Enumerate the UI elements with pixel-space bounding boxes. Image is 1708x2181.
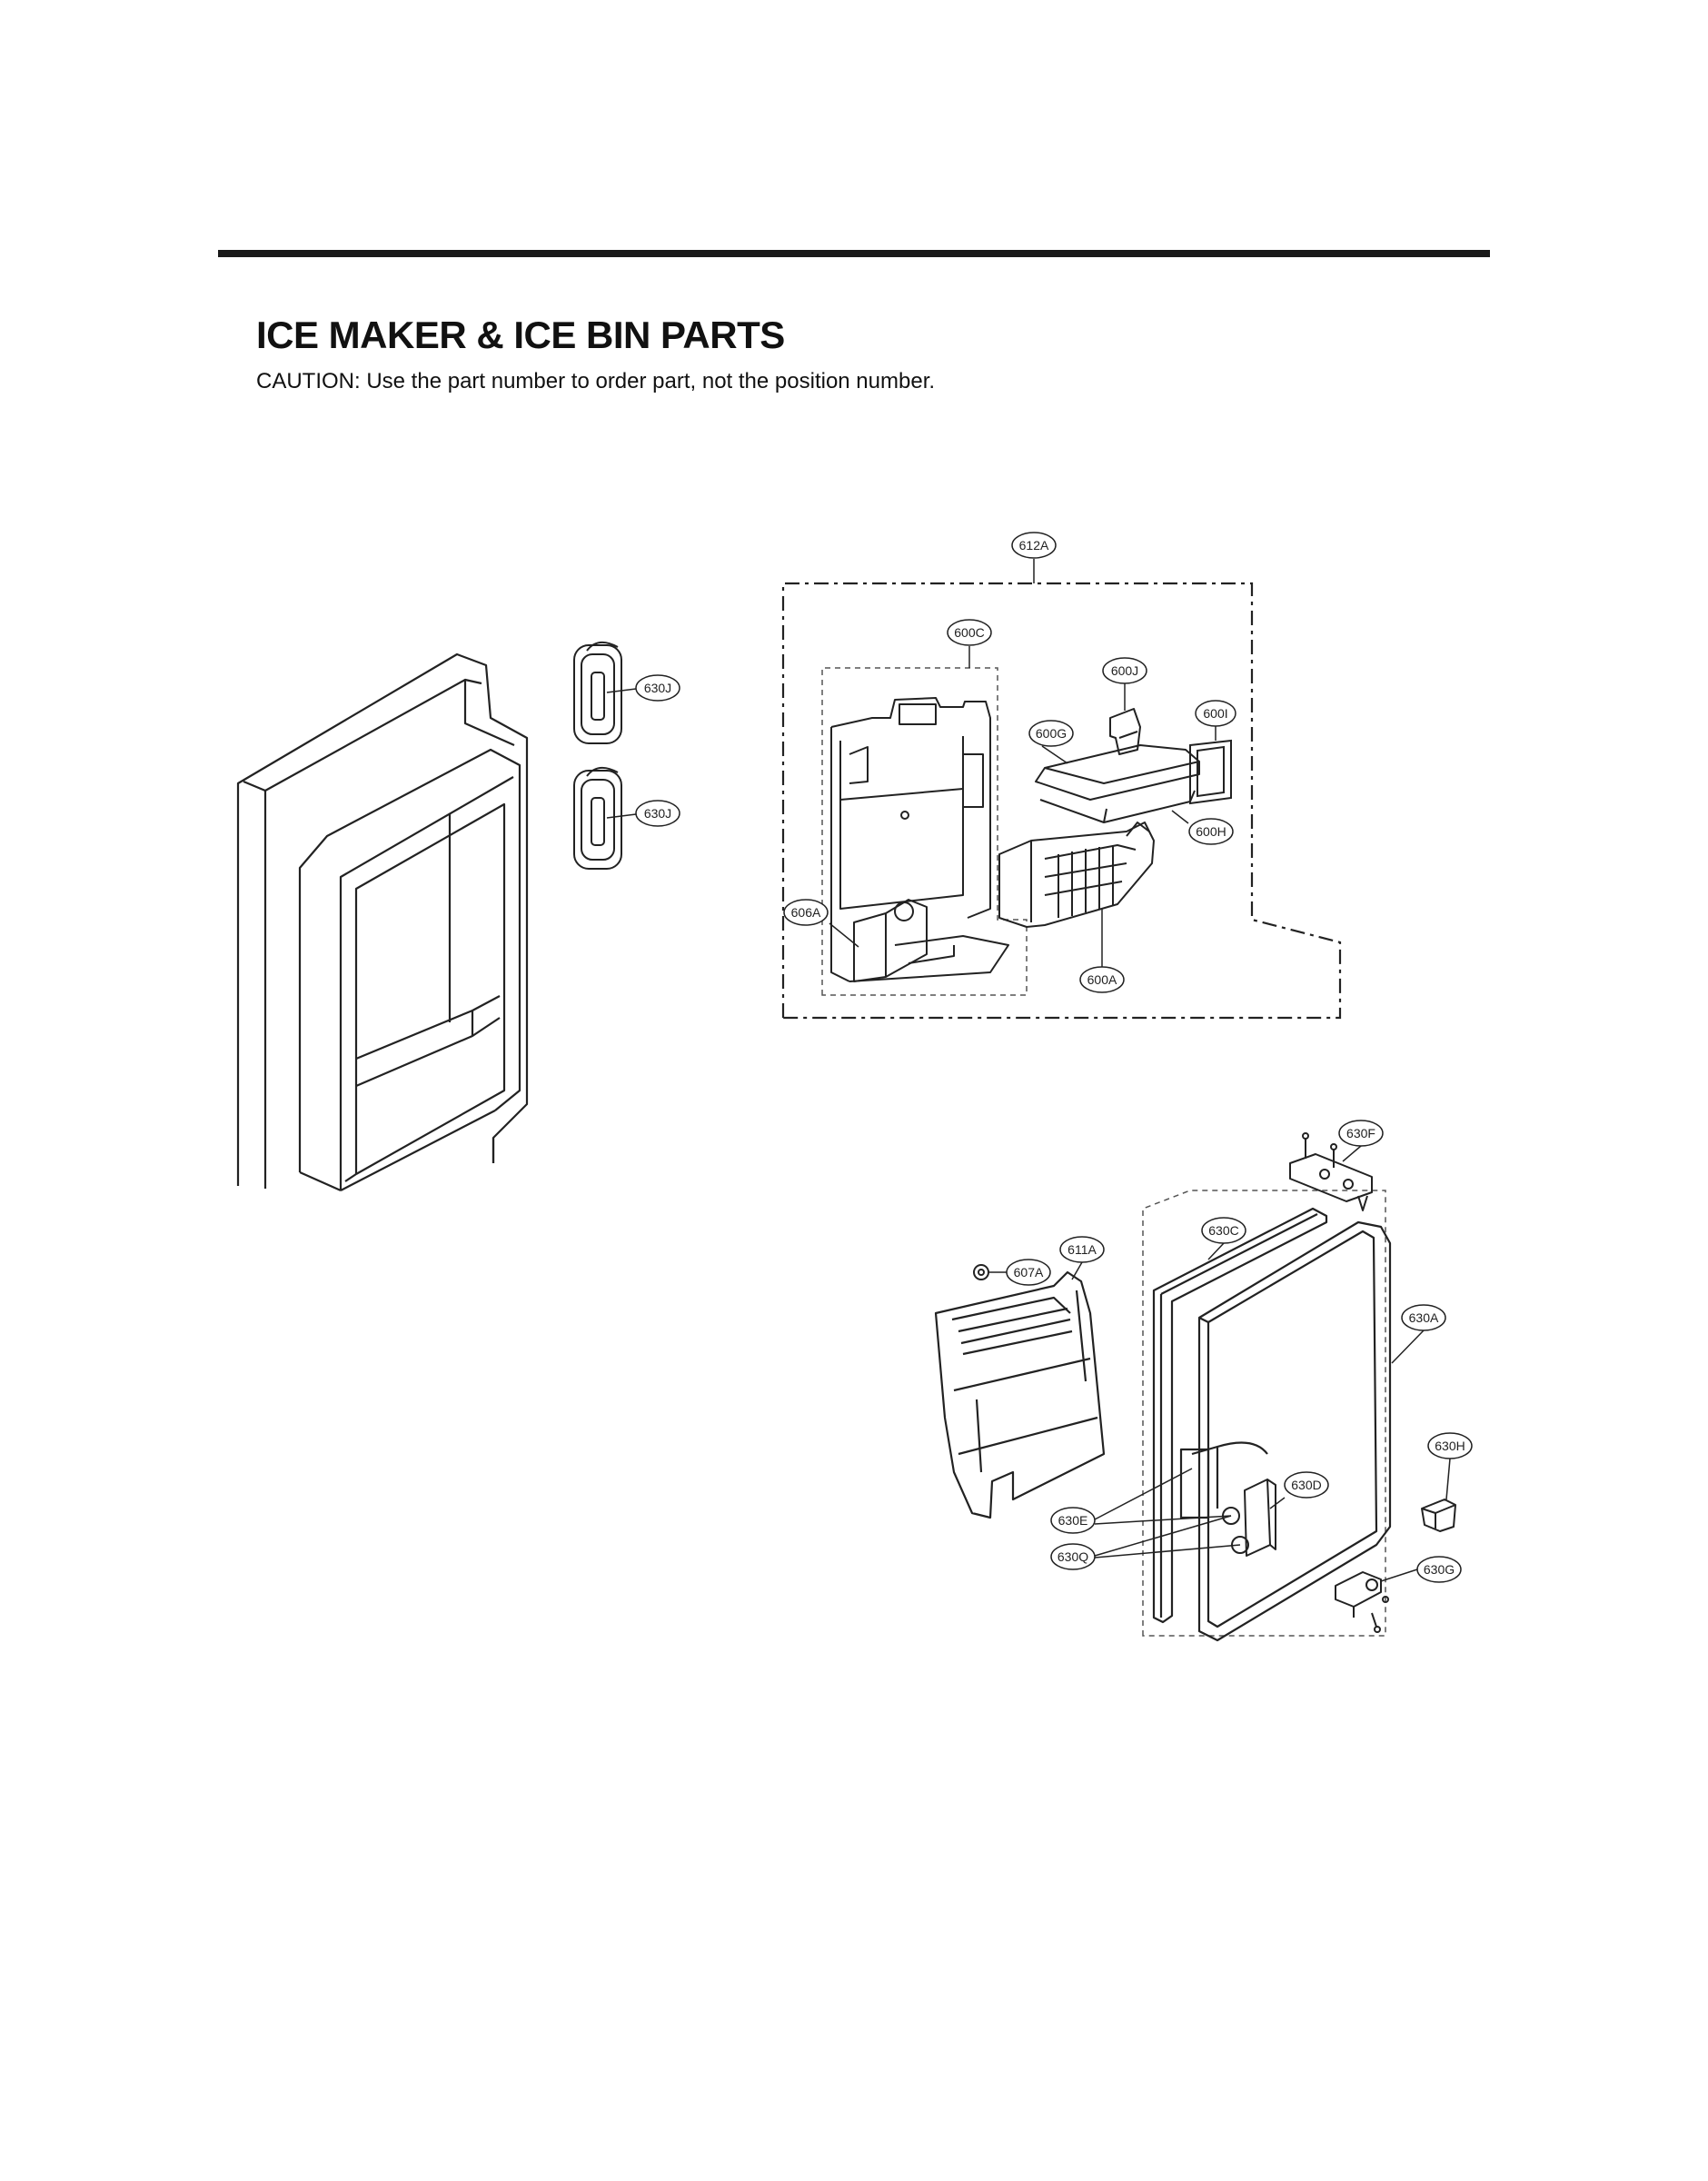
door-stopper (1421, 1499, 1456, 1532)
callout-607A: 607A (1006, 1259, 1051, 1286)
callout-600J: 600J (1102, 657, 1147, 684)
header-rule (218, 250, 1490, 257)
callout-600C: 600C (947, 619, 992, 646)
door-frame (236, 652, 529, 1192)
page-title: ICE MAKER & ICE BIN PARTS (256, 314, 785, 356)
svg-text:600G: 600G (1036, 726, 1067, 741)
ice-maker-body (998, 822, 1155, 954)
svg-text:630F: 630F (1346, 1126, 1375, 1140)
callout-630D: 630D (1284, 1471, 1329, 1499)
svg-text:600I: 600I (1203, 706, 1227, 721)
callout-600H: 600H (1188, 818, 1234, 845)
svg-text:600H: 600H (1196, 824, 1226, 839)
callout-611A: 611A (1059, 1236, 1105, 1263)
door-gasket (1152, 1207, 1328, 1624)
svg-text:630J: 630J (644, 681, 671, 695)
callout-630Q: 630Q (1050, 1543, 1096, 1570)
svg-text:630C: 630C (1208, 1223, 1238, 1238)
callout-612A: 612A (1011, 532, 1057, 559)
svg-text:630A: 630A (1409, 1310, 1439, 1325)
callout-630C: 630C (1201, 1217, 1246, 1244)
assembly-630A-outline (1142, 1190, 1386, 1637)
svg-text:630D: 630D (1291, 1478, 1321, 1492)
callout-600A: 600A (1079, 966, 1125, 993)
callout-630E: 630E (1050, 1507, 1096, 1534)
gasket-ring-bottom (573, 766, 622, 870)
svg-text:607A: 607A (1014, 1265, 1044, 1280)
control-housing (830, 697, 1009, 982)
svg-text:630J: 630J (644, 806, 671, 821)
hinge-block (1222, 1479, 1276, 1557)
callout-600I: 600I (1195, 700, 1236, 727)
ice-maker-cover (1035, 744, 1200, 823)
bottom-hinge (1335, 1571, 1389, 1633)
svg-text:630E: 630E (1058, 1513, 1088, 1528)
sensor-plate-600I (1189, 739, 1232, 805)
callout-630J-top: 630J (635, 674, 680, 702)
callout-630H: 630H (1427, 1432, 1473, 1459)
leader-lines (829, 559, 1451, 1582)
assembly-612A-outline (781, 582, 1342, 1020)
clip-607A (973, 1264, 989, 1280)
callout-630F: 630F (1338, 1120, 1384, 1147)
svg-text:611A: 611A (1068, 1242, 1097, 1257)
svg-text:630G: 630G (1424, 1562, 1455, 1577)
svg-text:600C: 600C (954, 625, 984, 640)
svg-text:630Q: 630Q (1058, 1549, 1088, 1564)
assembly-600C-outline (821, 667, 1028, 996)
top-hinge (1289, 1132, 1373, 1211)
svg-text:606A: 606A (791, 905, 821, 920)
ice-bin (934, 1270, 1106, 1519)
callout-600G: 600G (1028, 720, 1074, 747)
gasket-ring-top (573, 641, 622, 744)
caution-note: CAUTION: Use the part number to order pa… (256, 369, 936, 393)
svg-text:630H: 630H (1435, 1439, 1465, 1453)
bracket-600J (1109, 708, 1141, 755)
svg-text:600J: 600J (1111, 663, 1138, 678)
door-panel (1179, 1220, 1392, 1642)
callout-630G: 630G (1416, 1556, 1462, 1583)
svg-text:612A: 612A (1019, 538, 1049, 553)
svg-text:600A: 600A (1087, 972, 1117, 987)
callout-606A: 606A (783, 899, 829, 926)
callout-630A: 630A (1401, 1304, 1446, 1331)
callout-630J-bottom: 630J (635, 800, 680, 827)
